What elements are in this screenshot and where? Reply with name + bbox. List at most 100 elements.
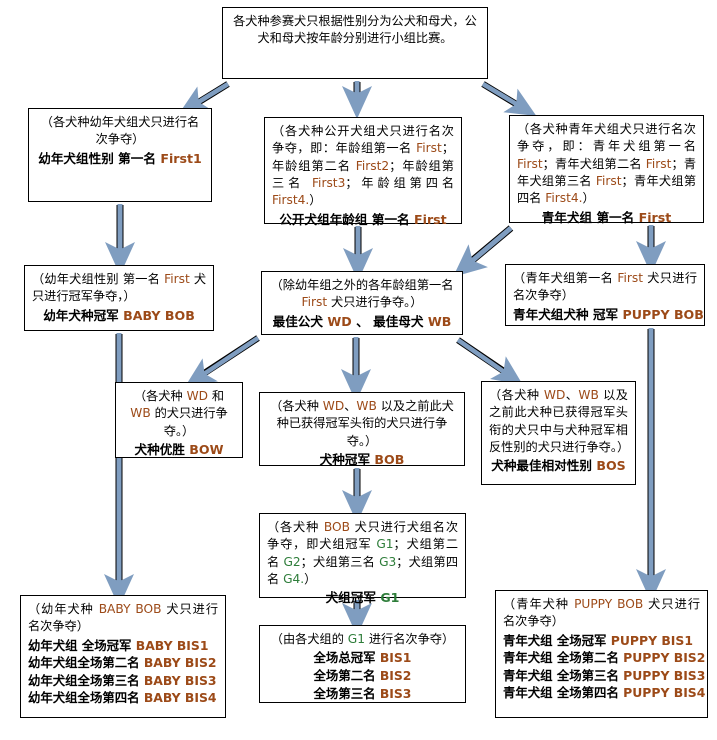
node-best-of-opposite-sex[interactable]: （各犬种 WD、WB 以及之前此犬种已获得冠军头衔的犬只中与犬种冠军相反性别的犬… — [481, 381, 636, 485]
arrow-puppy-first-to-wd-wb — [453, 225, 514, 277]
best-of-breed-result: 犬种冠军 BOB — [267, 451, 457, 469]
text-run-7: First4. — [545, 191, 583, 206]
result-row-cn: 幼年犬组全场第四名 — [28, 690, 144, 706]
baby-group-first-result-cn: 幼年犬组性别 第一名 — [38, 150, 156, 166]
best-of-winners-result-cn: 犬种优胜 — [134, 441, 185, 457]
node-baby-best-in-show[interactable]: （幼年犬种 BABY BOB 犬只进行名次争夺） 幼年犬组 全场冠军 BABY … — [20, 595, 226, 718]
open-group-age-first-result-cn: 公开犬组年龄组 第一名 — [279, 211, 410, 227]
open-group-age-first-desc: （各犬种公开犬组犬只进行名次争夺，即：年龄组第一名 First；年龄组第二名 F… — [272, 123, 454, 210]
puppy-group-first-result-en: First — [638, 209, 672, 225]
arrow-wd-wb-to-bow — [184, 335, 260, 387]
node-baby-breed-champion[interactable]: （幼年犬组性别 第一名 First 犬只进行冠军争夺，） 幼年犬种冠军 BABY… — [24, 265, 214, 331]
result-row-cn: 幼年犬组全场第三名 — [28, 672, 144, 688]
text-run-3: WB — [356, 399, 377, 413]
node-baby-group-first[interactable]: （各犬种幼年犬组犬只进行名次争夺） 幼年犬组性别 第一名 First1 — [28, 108, 212, 202]
baby-group-first-result-en: First1 — [160, 150, 202, 166]
text-run-5: First — [595, 173, 622, 188]
baby-group-first-desc: （各犬种幼年犬组犬只进行名次争夺） — [40, 115, 200, 147]
text-run-0: （各犬种公开犬组犬只进行名次争夺，即：年龄组第一名 — [272, 124, 454, 156]
text-run-6: ；犬组第三名 — [300, 554, 380, 569]
node-best-of-breed[interactable]: （各犬种 WD、WB 以及之前此犬种已获得冠军头衔的犬只进行争夺。） 犬种冠军 … — [259, 392, 465, 469]
text-run-0: （青年犬组第一名 — [513, 271, 618, 285]
group-first-desc: （各犬种 BOB 犬只进行犬组名次争夺，即犬组冠军 G1；犬组第二名 G2；犬组… — [267, 519, 458, 588]
text-run-0: （各犬种 — [489, 388, 544, 402]
best-of-winners-result-en: BOW — [189, 441, 224, 457]
arrow-top-to-baby-first — [178, 81, 230, 115]
text-run-2: 、 — [565, 388, 579, 402]
arrow-top-to-puppy-first — [481, 81, 537, 117]
text-run-6: ；年龄组第四名 — [345, 175, 455, 190]
text-run-2: 犬只进行犬组名次争夺，即犬组冠军 — [267, 520, 459, 552]
result-row: 青年犬组 全场第二名 PUPPY BIS2 — [503, 649, 705, 667]
puppy-group-first-result-cn: 青年犬组 第一名 — [541, 209, 635, 225]
text-run-0: （幼年犬种 — [28, 602, 99, 616]
text-run-10: ） — [304, 571, 317, 586]
node-winners-dog-bitch[interactable]: （除幼年组之外的各年龄组第一名 First 犬只进行争夺。） 最佳公犬 WD 、… — [261, 271, 463, 335]
text-run-4: ；年龄组第三名 — [272, 158, 454, 190]
best-in-show-desc: （由各犬组的 G1 进行名次争夺） — [267, 631, 458, 648]
text-run-8: ） — [582, 191, 595, 206]
baby-breed-champion-desc: （幼年犬组性别 第一名 First 犬只进行冠军争夺，） — [32, 271, 206, 306]
text-run-1: BOB — [323, 520, 350, 534]
result-row: 青年犬组 全场第三名 PUPPY BIS3 — [503, 667, 705, 685]
result-row-en: BABY BIS4 — [143, 690, 217, 706]
result-row-cn: 全场总冠军 — [313, 650, 380, 666]
text-run-4: 的犬只进行争夺。） — [150, 406, 228, 438]
text-run-4: 以及之前此犬种已获得冠军头衔的犬只中与犬种冠军相反性别的犬只进行争夺。） — [489, 388, 630, 454]
result-row-en: PUPPY BIS2 — [623, 650, 706, 666]
text-run-1: PUPPY BOB — [574, 597, 644, 611]
best-of-winners-desc: （各犬种 WD 和 WB 的犬只进行争夺。） — [123, 388, 235, 440]
text-run-0: （各犬种青年犬组犬只进行名次争夺，即：青年犬组第一名 — [517, 122, 696, 154]
text-run-2: ；青年犬组第二名 — [542, 156, 646, 171]
result-row: 青年犬组 全场冠军 PUPPY BIS1 — [503, 632, 700, 650]
result-row-cn: 全场第二名 — [313, 667, 380, 683]
result-row-cn: 幼年犬组 全场冠军 — [28, 637, 136, 653]
text-run-3: First2 — [355, 158, 390, 173]
text-run-4: ；犬组第二名 — [267, 537, 459, 569]
node-open-group-age-first[interactable]: （各犬种公开犬组犬只进行名次争夺，即：年龄组第一名 First ；年龄组第二名 F… — [264, 117, 462, 227]
text-run-0: （各犬种 — [267, 520, 324, 534]
best-of-opposite-sex-desc: （各犬种 WD、WB 以及之前此犬种已获得冠军头衔的犬只中与犬种冠军相反性别的犬… — [489, 387, 630, 456]
result-row: 全场第二名 BIS2 — [267, 667, 458, 685]
result-row: 全场第三名 BIS3 — [267, 685, 458, 703]
node-group-first[interactable]: （各犬种 BOB 犬只进行犬组名次争夺，即犬组冠军 G1；犬组第二名 G2；犬组… — [259, 513, 466, 605]
arrow-wd-wb-to-bos — [456, 337, 523, 385]
node-puppy-group-first[interactable]: （各犬种青年犬组犬只进行名次争夺，即：青年犬组第一名 First ；青年犬组第二名… — [509, 115, 704, 225]
baby-breed-champion-result-en: BABY BOB — [123, 307, 195, 323]
puppy-breed-champion-desc: （青年犬组第一名 First 犬只进行名次争夺） — [513, 270, 697, 305]
result-row-en: PUPPY BIS1 — [610, 632, 693, 648]
text-run-1: First — [164, 272, 190, 286]
open-group-age-first-result-en: First — [414, 211, 447, 227]
winners-result-separator: 、 — [356, 313, 369, 329]
text-run-1: WD — [186, 389, 208, 403]
node-best-of-winners[interactable]: （各犬种 WD 和 WB 的犬只进行争夺。） 犬种优胜 BOW — [115, 382, 243, 458]
node-puppy-breed-champion[interactable]: （青年犬组第一名 First 犬只进行名次争夺） 青年犬组犬种 冠军 PUPPY… — [505, 264, 705, 326]
baby-best-in-show-desc: （幼年犬种 BABY BOB 犬只进行名次争夺） — [28, 601, 218, 636]
text-run-5: G2 — [283, 554, 301, 569]
baby-group-first-result: 幼年犬组性别 第一名 First1 — [36, 150, 204, 168]
puppy-group-first-result: 青年犬组 第一名 First — [517, 209, 696, 227]
text-run-2: 和 — [208, 389, 225, 403]
result-row-en: BABY BIS2 — [143, 655, 217, 671]
text-run-2: ；年龄组第二名 — [272, 141, 454, 173]
node-puppy-best-in-show[interactable]: （青年犬种 PUPPY BOB 犬只进行名次争夺） 青年犬组 全场冠军 PUPP… — [495, 590, 708, 718]
result-row-en: BIS2 — [379, 667, 412, 683]
text-run-3: WB — [578, 388, 599, 402]
winners-dog-bitch-desc: （除幼年组之外的各年龄组第一名 First 犬只进行争夺。） — [269, 277, 455, 312]
text-run-7: G3 — [379, 554, 397, 569]
text-run-3: G1 — [376, 537, 394, 552]
text-run-5: First3 — [311, 175, 346, 190]
result-row-cn: 青年犬组 全场第二名 — [503, 650, 624, 666]
best-of-breed-result-cn: 犬种冠军 — [319, 451, 371, 467]
node-entry-rule[interactable]: 各犬种参赛犬只根据性别分为公犬和母犬，公犬和母犬按年龄分别进行小组比赛。 — [222, 7, 488, 79]
text-run-0: （除幼年组之外的各年龄组第一名 — [270, 278, 454, 292]
text-run-0: （各犬种 — [270, 399, 323, 413]
result-row: 幼年犬组全场第四名 BABY BIS4 — [28, 689, 218, 707]
puppy-best-in-show-desc: （青年犬种 PUPPY BOB 犬只进行名次争夺） — [503, 596, 700, 631]
group-first-result-cn: 犬组冠军 — [325, 590, 376, 606]
winners-dog-result-cn: 最佳公犬 — [272, 313, 323, 329]
result-row: 幼年犬组全场第二名 BABY BIS2 — [28, 654, 218, 672]
